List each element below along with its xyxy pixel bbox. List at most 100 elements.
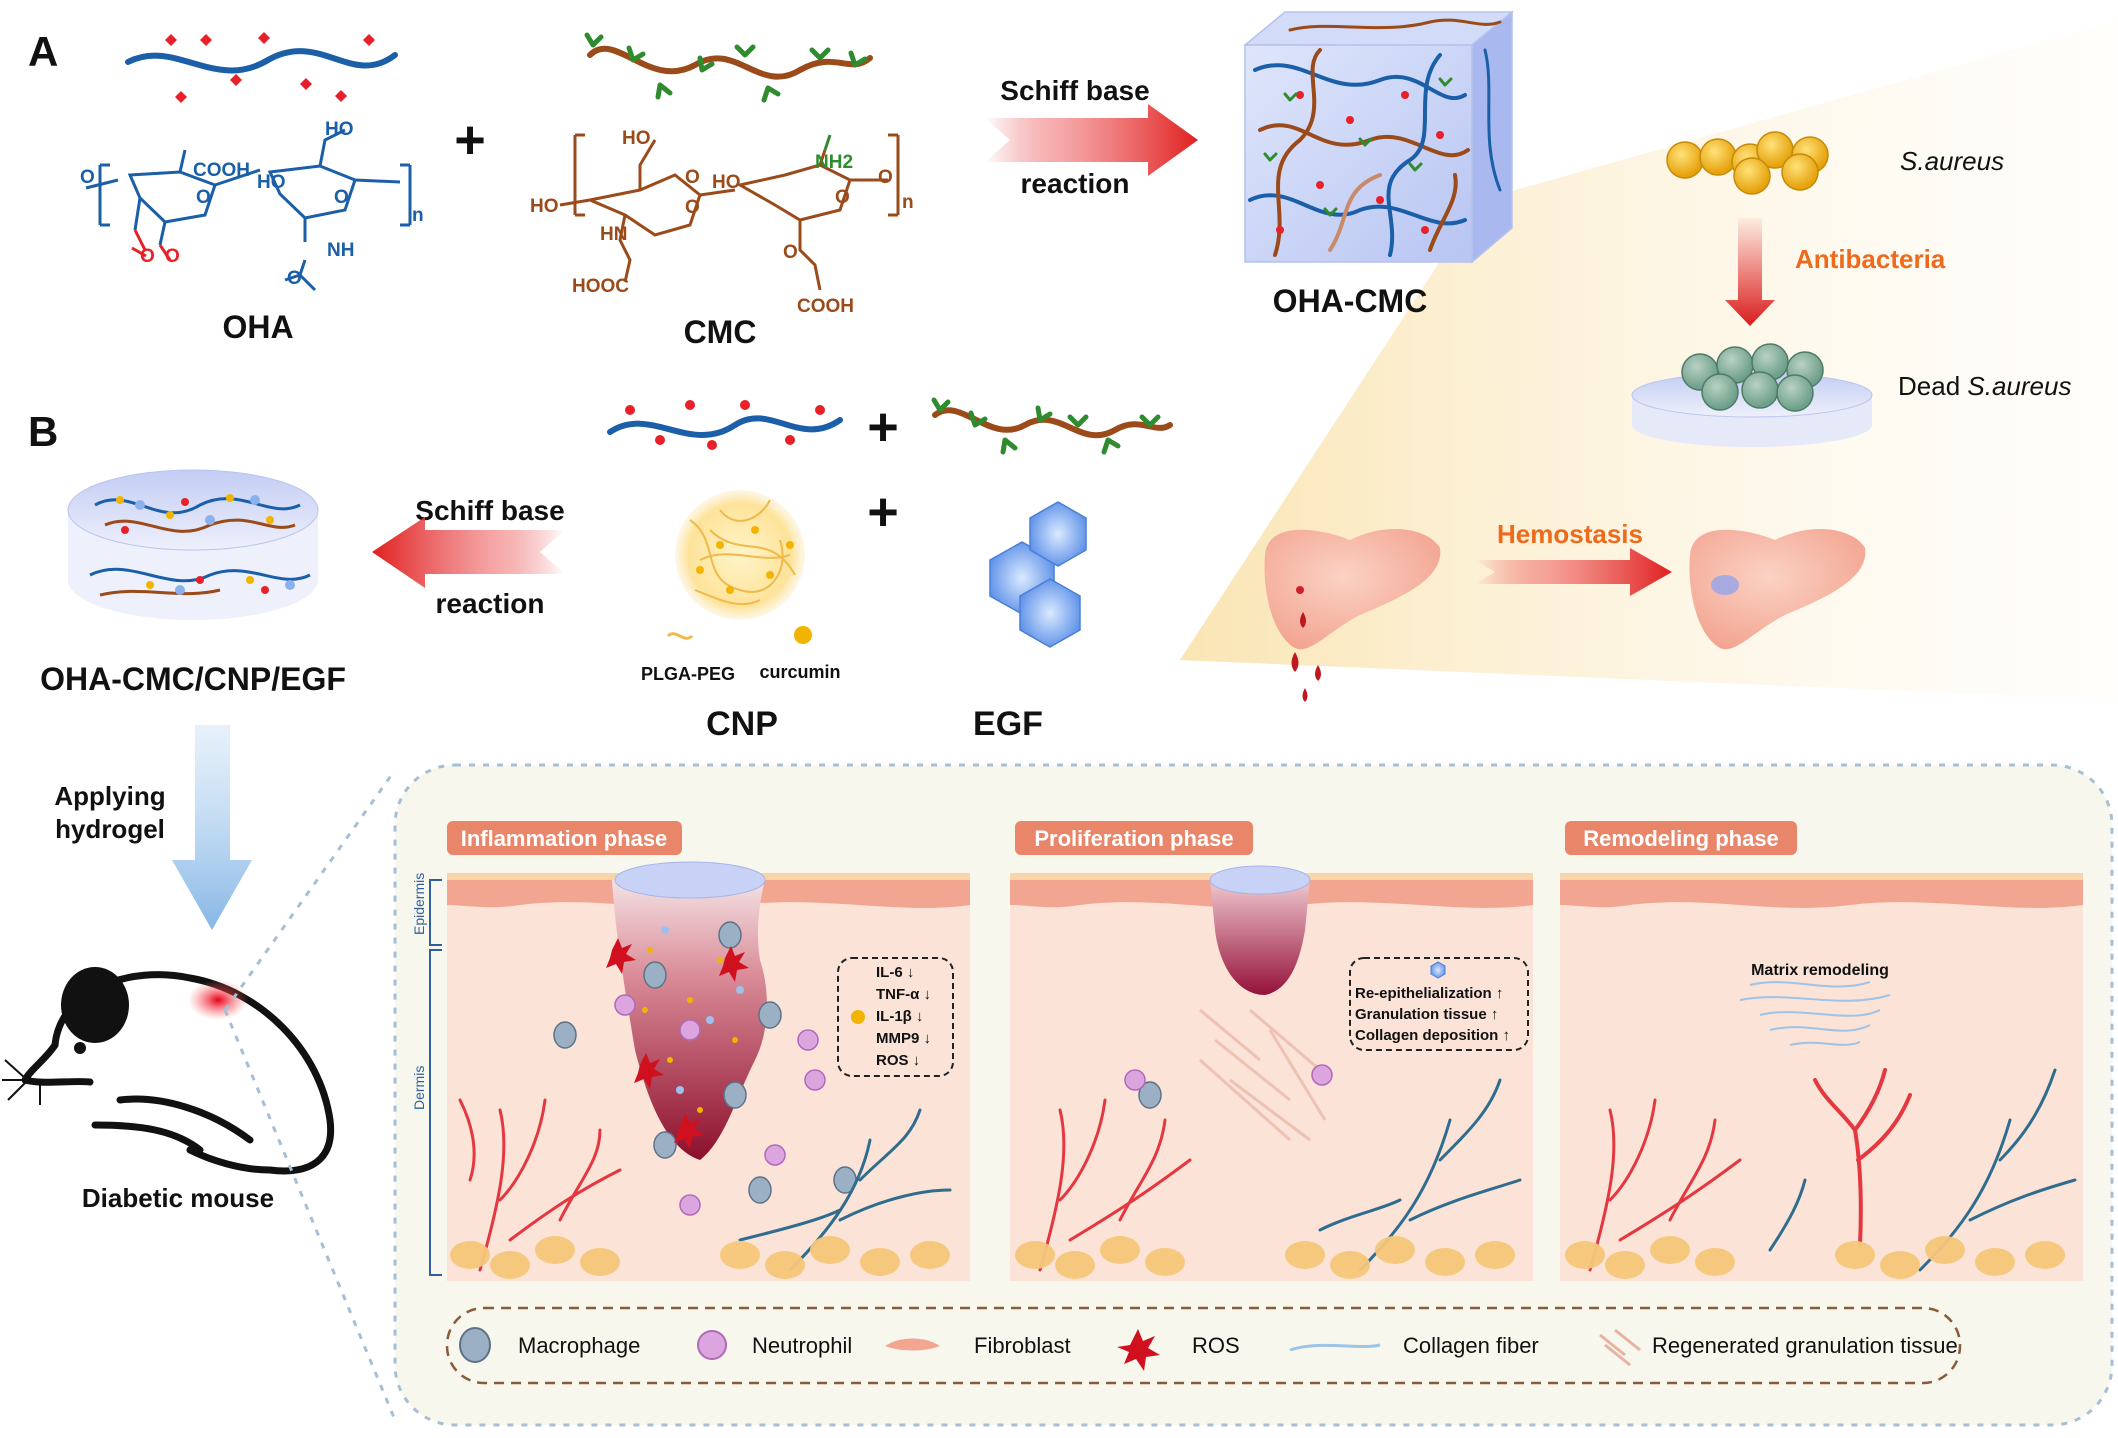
proliferation-title-bg xyxy=(1015,821,1253,855)
light-beam xyxy=(1180,20,2118,700)
oha-aldehyde-bonds xyxy=(131,229,172,261)
granulation-tissue-icon xyxy=(1599,1328,1641,1367)
cmc-ether-o: O xyxy=(783,242,798,263)
epidermis-label: Epidermis xyxy=(411,873,427,935)
plus-sign-b1: + xyxy=(867,397,899,457)
wound-site-marker xyxy=(188,980,248,1020)
zoom-lines xyxy=(223,769,397,1421)
application-arrow xyxy=(172,725,252,930)
applying-label-line1: Applying xyxy=(54,781,165,811)
hemostasis-arrow xyxy=(1475,548,1672,596)
legend-ros: ROS xyxy=(1192,1333,1240,1358)
effect-il6: IL-6 ↓ xyxy=(876,964,914,981)
legend-collagen: Collagen fiber xyxy=(1403,1333,1539,1358)
oha-n: n xyxy=(412,205,424,226)
legend-macrophage: Macrophage xyxy=(518,1333,640,1358)
cmc-polymer-chain xyxy=(584,32,873,103)
dermis-label: Dermis xyxy=(411,1066,427,1110)
cmc-amine-bond xyxy=(823,134,832,151)
mouse-ear xyxy=(61,967,129,1043)
plga-peg-legend-icon xyxy=(666,632,694,640)
composite-hydrogel-disk xyxy=(67,469,319,620)
mouse-eye xyxy=(74,1042,86,1054)
schiff-base-label-a: Schiff base xyxy=(1000,75,1149,106)
effect-mmp9: MMP9 ↓ xyxy=(876,1030,931,1047)
effect-ros: ROS ↓ xyxy=(876,1052,920,1069)
healed-liver xyxy=(1689,528,1866,650)
b-cmc-chain xyxy=(931,397,1173,455)
panel-a-letter: A xyxy=(28,28,58,75)
cmc-ho-mid: HO xyxy=(712,172,741,193)
curcumin-label: curcumin xyxy=(759,662,840,682)
fibroblast-icon xyxy=(885,1338,940,1351)
neutrophil-icon xyxy=(697,1330,727,1360)
oha-polymer-chain xyxy=(125,32,398,103)
matrix-remodeling-label: Matrix remodeling xyxy=(1751,962,1889,979)
inflammation-phase-panel xyxy=(447,861,970,1281)
plus-sign-b2: + xyxy=(867,482,899,542)
antibacteria-label: Antibacteria xyxy=(1795,244,1946,274)
cmc-ho-left: HO xyxy=(530,196,559,217)
applying-label-line2: hydrogel xyxy=(55,814,165,844)
macrophage-icon xyxy=(459,1327,491,1363)
dead-s-aureus-label: Dead S.aureus xyxy=(1898,371,2071,401)
phase-title-remodeling: Remodeling phase xyxy=(1583,826,1779,851)
phase-title-proliferation: Proliferation phase xyxy=(1034,826,1233,851)
legend-granulation: Regenerated granulation tissue xyxy=(1652,1333,1958,1358)
inflammation-title-bg xyxy=(447,821,682,855)
oha-ring-o: O xyxy=(196,187,211,208)
schiff-base-label-b: Schiff base xyxy=(415,495,564,526)
dead-bacteria-disk xyxy=(1631,343,1873,447)
oha-aldehyde-o2: O xyxy=(165,246,180,267)
effect-reepithelialization: Re-epithelialization ↑ xyxy=(1355,985,1503,1002)
effect-granulation: Granulation tissue ↑ xyxy=(1355,1006,1498,1023)
proliferation-phase-panel xyxy=(1010,865,1533,1281)
cmc-n: n xyxy=(902,192,914,213)
cmc-ring-o1: O xyxy=(685,167,700,188)
remodeling-title-bg xyxy=(1565,821,1797,855)
oha-label: OHA xyxy=(222,309,293,345)
hemostasis-label: Hemostasis xyxy=(1497,519,1643,549)
cmc-hooc: HOOC xyxy=(572,276,629,297)
collagen-fiber-icon xyxy=(1289,1343,1381,1352)
schiff-arrow-a xyxy=(985,104,1198,176)
hydrogel-cube xyxy=(1242,10,1515,264)
s-aureus-label: S.aureus xyxy=(1900,146,2004,176)
b-oha-chain xyxy=(607,400,843,450)
cmc-hn: HN xyxy=(600,224,627,245)
egf-label: EGF xyxy=(973,705,1043,743)
composite-label: OHA-CMC/CNP/EGF xyxy=(40,661,346,697)
egf-molecules xyxy=(989,501,1087,648)
oha-aldehyde-o1: O xyxy=(140,246,155,267)
panel-b-letter: B xyxy=(28,408,58,455)
cmc-ho-top: HO xyxy=(622,128,651,149)
cmc-cooh: COOH xyxy=(797,296,854,317)
cmc-label: CMC xyxy=(684,314,757,350)
live-s-aureus-cluster xyxy=(1666,131,1829,195)
legend-neutrophil: Neutrophil xyxy=(752,1333,852,1358)
oha-carbonyl-o: O xyxy=(287,268,302,289)
effect-il1b: IL-1β ↓ xyxy=(876,1008,924,1025)
cnp-nanoparticle xyxy=(675,490,805,620)
oha-nh: NH xyxy=(327,240,354,261)
phase-title-inflammation: Inflammation phase xyxy=(461,826,668,851)
cmc-ring-o3: O xyxy=(835,187,850,208)
oha-ring-o2: O xyxy=(334,187,349,208)
cmc-nh2: NH2 xyxy=(815,152,853,173)
cmc-o-right: O xyxy=(878,167,893,188)
reaction-label-a: reaction xyxy=(1021,168,1130,199)
mouse-label: Diabetic mouse xyxy=(82,1183,274,1213)
cmc-ring-o2: O xyxy=(685,197,700,218)
cnp-label: CNP xyxy=(706,705,778,743)
curcumin-legend-icon xyxy=(794,626,812,644)
ros-icon xyxy=(1117,1329,1160,1371)
remodeling-phase-panel xyxy=(1560,873,2083,1281)
effect-tnf: TNF-α ↓ xyxy=(876,986,931,1003)
mouse-whiskers xyxy=(2,1059,41,1105)
oha-ho: HO xyxy=(257,172,286,193)
legend-fibroblast: Fibroblast xyxy=(974,1333,1071,1358)
schiff-arrow-b xyxy=(372,517,565,588)
oha-structure xyxy=(85,128,412,292)
oha-cooh: COOH xyxy=(193,160,250,181)
